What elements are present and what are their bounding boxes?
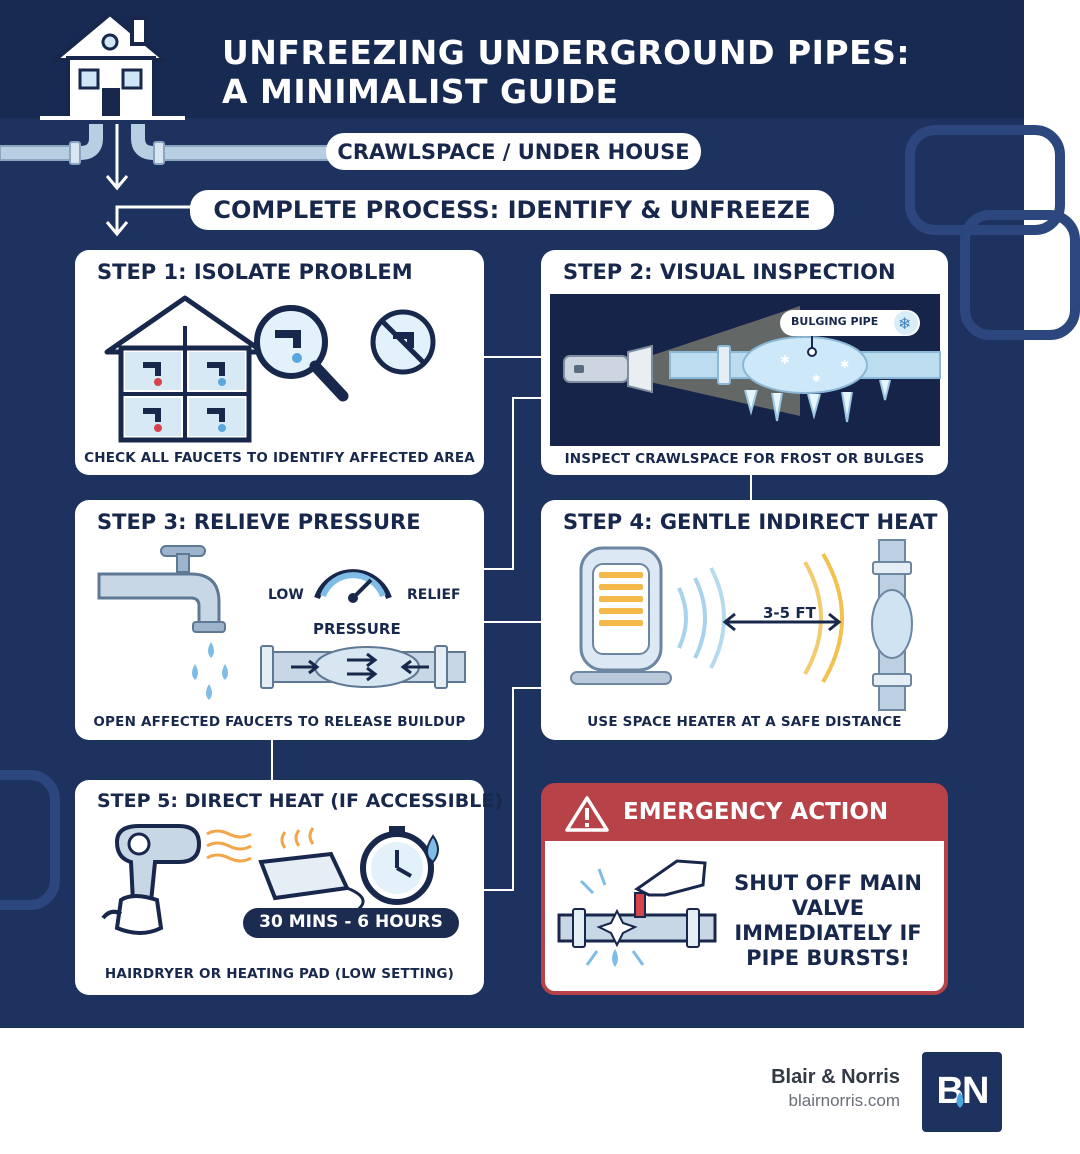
emergency-header <box>545 787 944 841</box>
emergency-title: EMERGENCY ACTION <box>623 799 889 825</box>
infographic-canvas: UNFREEZING UNDERGROUND PIPES: A MINIMALI… <box>0 0 1080 1028</box>
step-5-title: STEP 5: DIRECT HEAT (IF ACCESSIBLE) <box>97 790 504 812</box>
faucet-check-illustration <box>104 295 436 443</box>
footer <box>0 1028 1024 1154</box>
step-4-card: STEP 4: GENTLE INDIRECT HEAT 3-5 FT <box>541 500 948 740</box>
bulging-pipe-callout: BULGING PIPE <box>791 315 879 328</box>
process-label: COMPLETE PROCESS: IDENTIFY & UNFREEZE <box>190 190 834 230</box>
background-pipe <box>960 210 1080 340</box>
crawlspace-label: CRAWLSPACE / UNDER HOUSE <box>326 133 701 170</box>
svg-text:✱: ✱ <box>812 374 820 385</box>
step-4-title: STEP 4: GENTLE INDIRECT HEAT <box>563 510 938 534</box>
brand-logo: BN <box>922 1052 1002 1132</box>
step-2-card: STEP 2: VISUAL INSPECTION ✱ ✱ ✱ ❄ BULGIN… <box>541 250 948 475</box>
step-5-card: STEP 5: DIRECT HEAT (IF ACCESSIBLE) 30 M… <box>75 780 503 995</box>
emergency-card: EMERGENCY ACTION SHUT OFF MAIN VALVE IMM… <box>541 783 948 995</box>
pressure-gauge-label: PRESSURE <box>313 620 401 638</box>
gauge-low-label: LOW <box>268 587 304 603</box>
svg-text:❄: ❄ <box>898 314 911 333</box>
step-1-card: STEP 1: ISOLATE PROBLEM <box>75 250 484 475</box>
header-band <box>0 0 1024 118</box>
logo-text: BN <box>936 1070 990 1112</box>
step-3-caption: OPEN AFFECTED FAUCETS TO RELEASE BUILDUP <box>93 714 466 730</box>
snowflake-icon <box>894 311 918 335</box>
house-icon <box>0 12 331 237</box>
step-1-caption: CHECK ALL FAUCETS TO IDENTIFY AFFECTED A… <box>84 450 475 466</box>
warning-icon <box>565 796 609 832</box>
water-drop-icon <box>956 1092 964 1108</box>
emergency-message: SHUT OFF MAIN VALVE IMMEDIATELY IF PIPE … <box>734 871 922 970</box>
space-heater-illustration <box>570 539 913 711</box>
step-5-caption: HAIRDRYER OR HEATING PAD (LOW SETTING) <box>104 966 455 982</box>
page-title-line-1: UNFREEZING UNDERGROUND PIPES: <box>222 33 911 72</box>
flashlight-inspection-illustration: ✱ ✱ ✱ ❄ <box>550 294 941 446</box>
gauge-relief-label: RELIEF <box>407 587 461 603</box>
step-2-title: STEP 2: VISUAL INSPECTION <box>563 260 896 284</box>
brand-url: blairnorris.com <box>788 1091 900 1110</box>
brand-name: Blair & Norris <box>771 1066 900 1088</box>
background-pipe <box>0 770 60 910</box>
step-1-title: STEP 1: ISOLATE PROBLEM <box>97 260 413 284</box>
safe-distance-label: 3-5 FT <box>763 604 816 622</box>
step-3-title: STEP 3: RELIEVE PRESSURE <box>97 510 421 534</box>
duration-badge: 30 MINS - 6 HOURS <box>259 912 443 932</box>
valve-hand-icon <box>557 859 717 967</box>
step-3-card: STEP 3: RELIEVE PRESSURE LOW RELIEF PRES… <box>75 500 484 740</box>
step-4-caption: USE SPACE HEATER AT A SAFE DISTANCE <box>587 714 902 730</box>
direct-heat-illustration <box>101 824 459 938</box>
page-title-line-2: A MINIMALIST GUIDE <box>222 72 619 111</box>
step-connectors <box>271 356 752 891</box>
step-2-caption: INSPECT CRAWLSPACE FOR FROST OR BULGES <box>564 451 925 467</box>
relieve-pressure-illustration <box>97 545 466 700</box>
svg-text:✱: ✱ <box>840 358 849 371</box>
svg-text:✱: ✱ <box>780 353 790 367</box>
